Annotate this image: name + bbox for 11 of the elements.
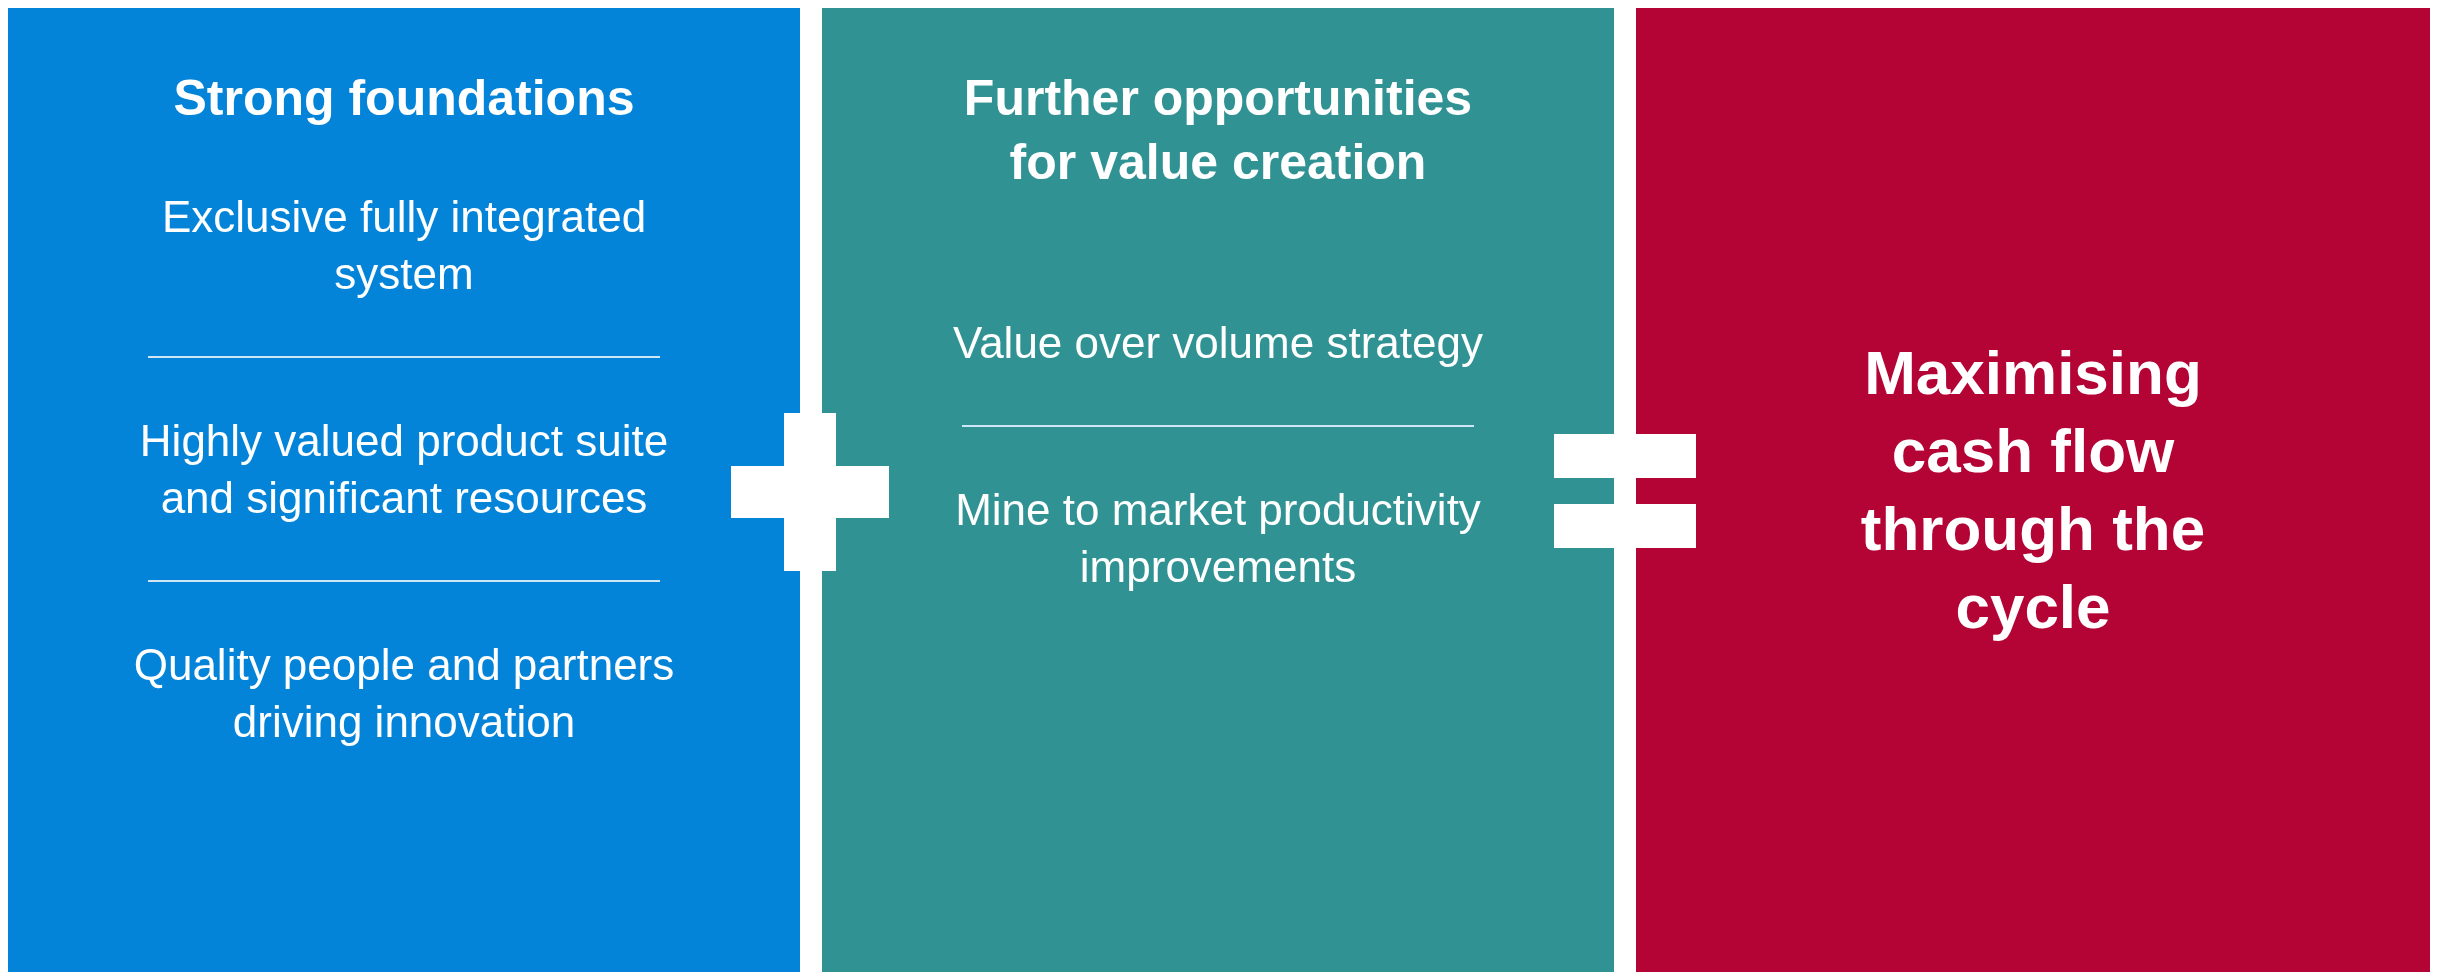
panel-text: Mine to market productivity improvements <box>954 484 1482 593</box>
panel-heading: Strong foundations <box>173 69 635 128</box>
panel-text: Highly valued product suite and significant resources <box>138 415 670 524</box>
panel-text: Value over volume strategy <box>953 317 1483 369</box>
panel <box>8 8 800 972</box>
panel <box>1636 8 2430 972</box>
panel-heading: Further opportunities for value creation <box>962 69 1474 192</box>
panel-text: Quality people and partners driving innovation <box>132 639 676 748</box>
panel <box>822 8 1614 972</box>
panel-text: Exclusive fully integrated system <box>160 191 648 300</box>
result-text: Maximising cash flow through the cycle <box>1859 337 2207 643</box>
